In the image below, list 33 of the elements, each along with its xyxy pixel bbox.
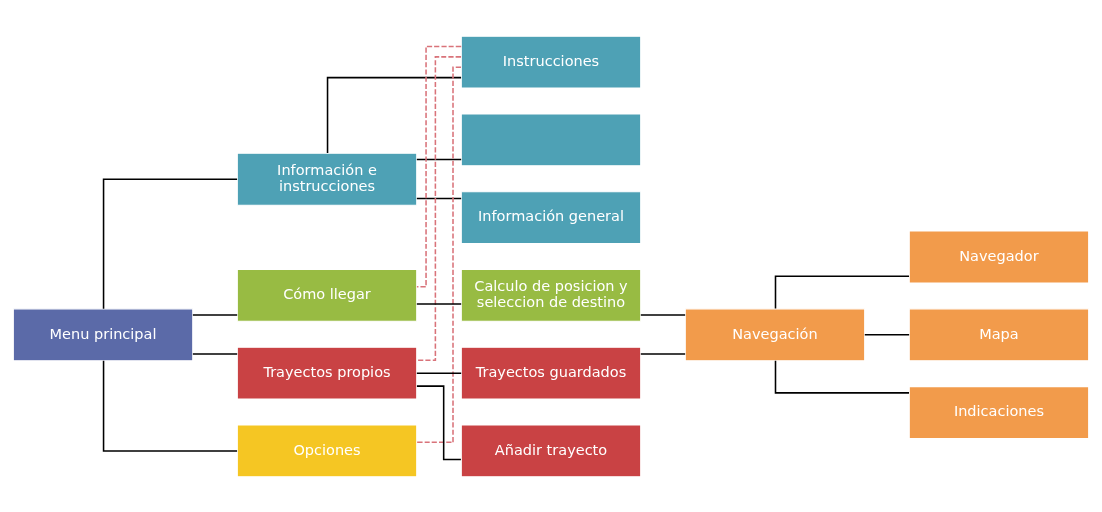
connector [192,352,238,355]
connector [416,45,462,288]
connector [640,313,686,316]
node-box: Menu principal [12,307,194,361]
node-box: Navegador [908,230,1090,283]
node-box: Añadir trayecto [460,424,642,477]
connector [102,359,238,452]
connector [774,359,910,394]
connector [102,177,238,310]
node-box: Información e instrucciones [236,152,418,206]
node-box: Información general [460,190,642,244]
node-box: Trayectos guardados [460,346,642,400]
connector [774,274,910,309]
node-box [460,112,642,166]
connector [416,302,462,305]
node-box: Mapa [908,307,1090,361]
connector [192,313,238,316]
node-box: Indicaciones [908,385,1090,439]
connector [416,384,462,460]
connector [416,158,462,160]
node-box: Navegación [684,307,866,361]
connector [640,352,686,355]
connector [416,197,462,199]
node-box: Instrucciones [460,35,642,88]
connector [326,76,462,154]
connector [416,371,462,374]
connector [864,333,910,336]
node-box: Trayectos propios [236,346,418,400]
node-box: Calculo de posicion y seleccion de destino [460,268,642,322]
connector [416,55,462,361]
node-box: Opciones [236,424,418,477]
node-box: Cómo llegar [236,268,418,322]
connector [416,66,462,443]
